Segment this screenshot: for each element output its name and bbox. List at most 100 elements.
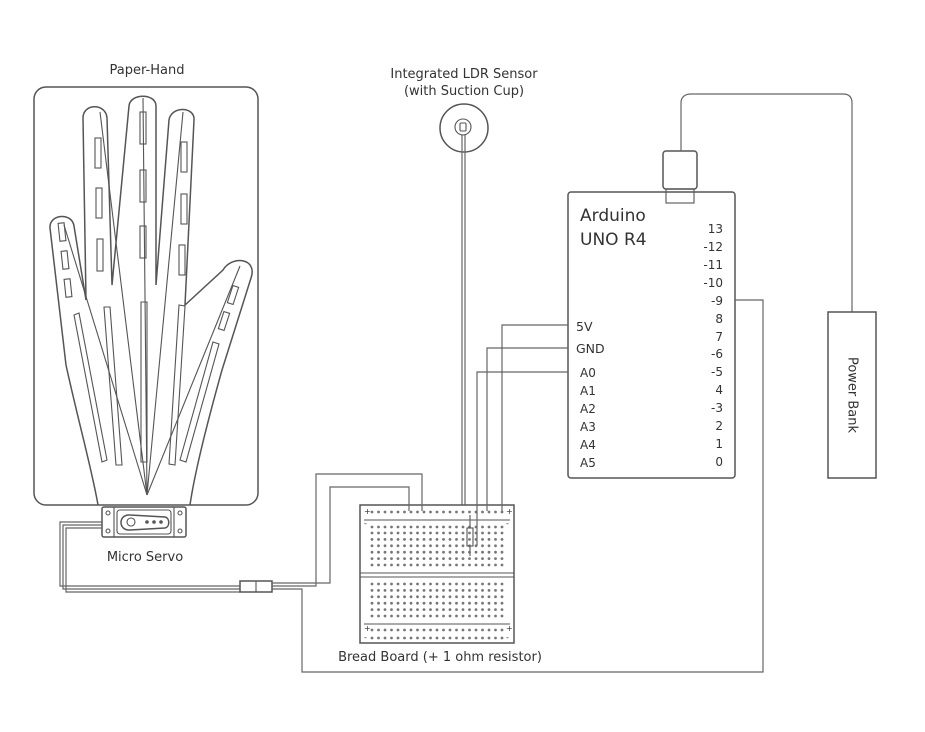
breadboard-hole: [461, 601, 465, 605]
breadboard-hole: [487, 563, 491, 567]
breadboard-hole: [377, 628, 380, 632]
pin-9: -9: [711, 294, 723, 308]
breadboard-hole: [416, 550, 419, 554]
breadboard-hole: [500, 525, 504, 529]
breadboard-hole: [416, 589, 419, 592]
pin-8: 8: [715, 312, 723, 326]
breadboard-hole: [435, 608, 439, 611]
breadboard-hole: [409, 614, 413, 618]
breadboard-hole: [429, 636, 432, 640]
breadboard-hole: [500, 582, 504, 586]
breadboard-hole: [390, 563, 393, 567]
breadboard-hole: [481, 628, 484, 632]
breadboard-hole: [409, 510, 413, 514]
breadboard-hole: [409, 589, 413, 592]
breadboard-hole: [390, 628, 393, 632]
breadboard-hole: [416, 614, 419, 618]
breadboard-hole: [435, 614, 439, 618]
breadboard-hole: [390, 550, 393, 554]
breadboard-hole: [461, 544, 465, 548]
breadboard-hole: [442, 608, 445, 611]
breadboard-hole: [396, 595, 400, 599]
breadboard-hole: [422, 628, 426, 632]
breadboard-hole: [409, 550, 413, 554]
breadboard-hole: [383, 614, 387, 618]
breadboard-hole: [422, 538, 426, 541]
pin-a1: A1: [580, 384, 596, 398]
breadboard-hole: [429, 544, 432, 548]
breadboard-hole: [494, 628, 497, 632]
breadboard-hole: [500, 557, 504, 560]
breadboard-hole: [500, 608, 504, 611]
breadboard-hole: [429, 563, 432, 567]
breadboard-hole: [403, 531, 406, 535]
pin-4: 4: [715, 383, 723, 397]
breadboard-hole: [487, 544, 491, 548]
pin-a4: A4: [580, 438, 596, 452]
breadboard-hole: [461, 595, 465, 599]
breadboard-hole: [383, 636, 387, 640]
breadboard-hole: [422, 636, 426, 640]
breadboard-hole: [435, 544, 439, 548]
pin-5v: 5V: [576, 319, 593, 334]
breadboard-hole: [390, 538, 393, 541]
breadboard-hole: [468, 582, 471, 586]
breadboard-hole: [390, 544, 393, 548]
breadboard-hole: [390, 531, 393, 535]
breadboard-hole: [461, 510, 465, 514]
pin-gnd: GND: [576, 341, 605, 356]
breadboard-hole: [416, 582, 419, 586]
breadboard-hole: [474, 601, 478, 605]
breadboard-hole: [435, 601, 439, 605]
breadboard-hole: [377, 636, 380, 640]
breadboard-hole: [409, 544, 413, 548]
power-bank-icon: [827, 311, 877, 479]
breadboard-icon: + - + - + - + -: [359, 504, 515, 644]
breadboard-hole: [442, 636, 445, 640]
breadboard-hole: [396, 628, 400, 632]
breadboard-hole: [487, 636, 491, 640]
breadboard-hole: [409, 582, 413, 586]
breadboard-hole: [396, 608, 400, 611]
pin-7: 7: [715, 330, 723, 344]
breadboard-hole: [390, 589, 393, 592]
breadboard-hole: [429, 595, 432, 599]
breadboard-hole: [500, 544, 504, 548]
wires: [272, 299, 764, 673]
breadboard-hole: [481, 582, 484, 586]
breadboard-hole: [455, 601, 458, 605]
breadboard-hole: [487, 608, 491, 611]
breadboard-hole: [468, 595, 471, 599]
breadboard-hole: [429, 531, 432, 535]
breadboard-hole: [409, 538, 413, 541]
breadboard-hole: [455, 563, 458, 567]
pin-11: -11: [703, 258, 723, 272]
breadboard-hole: [455, 628, 458, 632]
breadboard-hole: [494, 589, 497, 592]
breadboard-hole: [481, 608, 484, 611]
breadboard-hole: [448, 538, 452, 541]
breadboard-hole: [422, 614, 426, 618]
breadboard-hole: [403, 601, 406, 605]
breadboard-hole: [448, 525, 452, 529]
breadboard-hole: [481, 525, 484, 529]
breadboard-hole: [383, 544, 387, 548]
breadboard-hole: [396, 510, 400, 514]
usb-plug-icon: [662, 93, 853, 312]
breadboard-hole: [442, 595, 445, 599]
breadboard-hole: [500, 628, 504, 632]
breadboard-hole: [377, 544, 380, 548]
breadboard-hole: [481, 538, 484, 541]
breadboard-hole: [422, 557, 426, 560]
breadboard-hole: [468, 614, 471, 618]
breadboard-hole: [422, 550, 426, 554]
breadboard-hole: [370, 550, 374, 554]
breadboard-hole: [487, 614, 491, 618]
micro-servo-label: Micro Servo: [107, 550, 183, 565]
breadboard-hole: [448, 589, 452, 592]
breadboard-hole: [377, 538, 380, 541]
breadboard-hole: [416, 510, 419, 514]
breadboard-hole: [422, 544, 426, 548]
bb-minus-bottom-right: -: [506, 633, 509, 642]
